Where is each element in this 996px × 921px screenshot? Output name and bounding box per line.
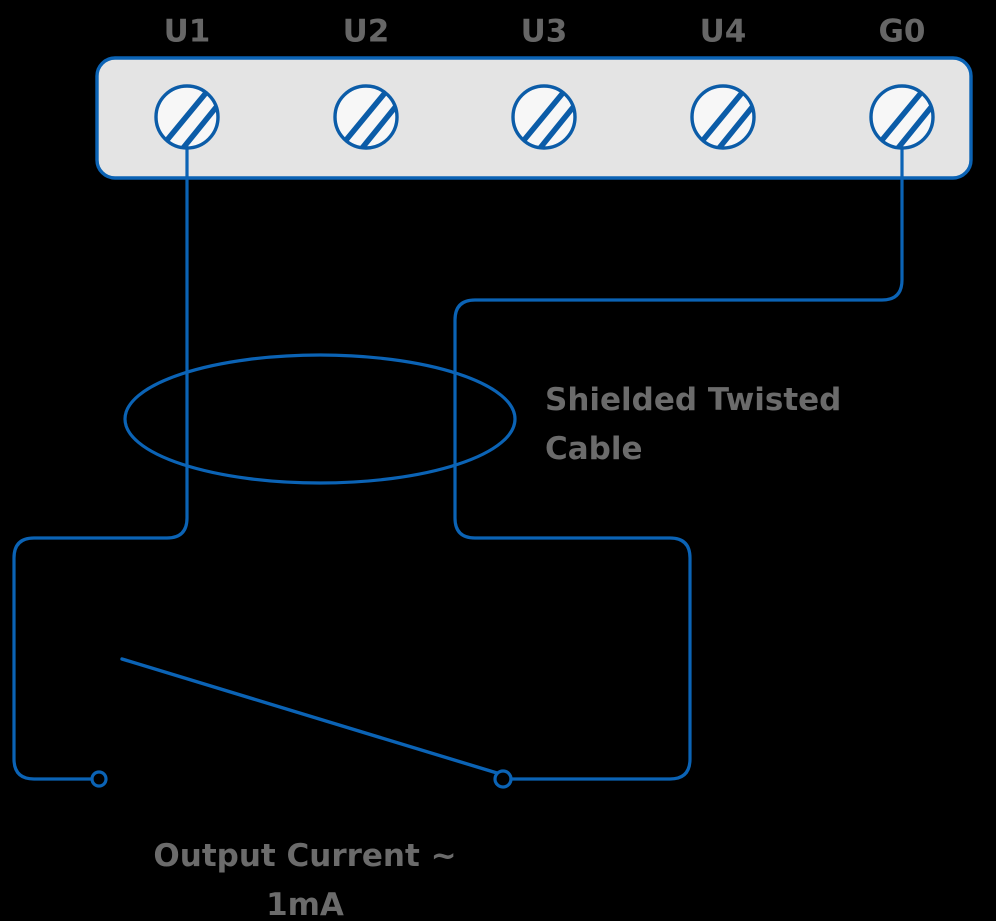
screw-terminal-u1[interactable] <box>154 84 222 158</box>
shielded-twisted-cable-label: Shielded Twisted Cable <box>545 382 841 467</box>
terminal-label-g0: G0 <box>878 14 925 50</box>
terminal-label-u3: U3 <box>521 14 568 50</box>
output-label-line1: Output Current ~ <box>153 838 456 874</box>
cable-label-line1: Shielded Twisted <box>545 382 841 418</box>
switch-terminal-left[interactable] <box>90 770 108 788</box>
output-current-label: Output Current ~ 1mA <box>153 838 456 921</box>
terminal-label-u1: U1 <box>164 14 211 50</box>
cable-label-line2: Cable <box>545 431 643 467</box>
switch-terminal-right[interactable] <box>493 769 513 789</box>
switch-lever[interactable] <box>120 657 499 775</box>
terminal-label-u2: U2 <box>343 14 390 50</box>
shielded-twisted-cable-loop <box>123 353 517 485</box>
screw-terminal-u2[interactable] <box>333 84 401 158</box>
wire-g0-return <box>453 176 904 781</box>
wire-u1-signal <box>12 176 189 781</box>
terminal-label-group: U1 U2 U3 U4 G0 <box>164 14 926 50</box>
screw-terminal-u4[interactable] <box>690 84 758 158</box>
terminal-label-u4: U4 <box>700 14 747 50</box>
screw-terminal-u3[interactable] <box>511 84 579 158</box>
screw-terminal-g0[interactable] <box>869 84 937 158</box>
output-label-line2: 1mA <box>266 887 344 921</box>
